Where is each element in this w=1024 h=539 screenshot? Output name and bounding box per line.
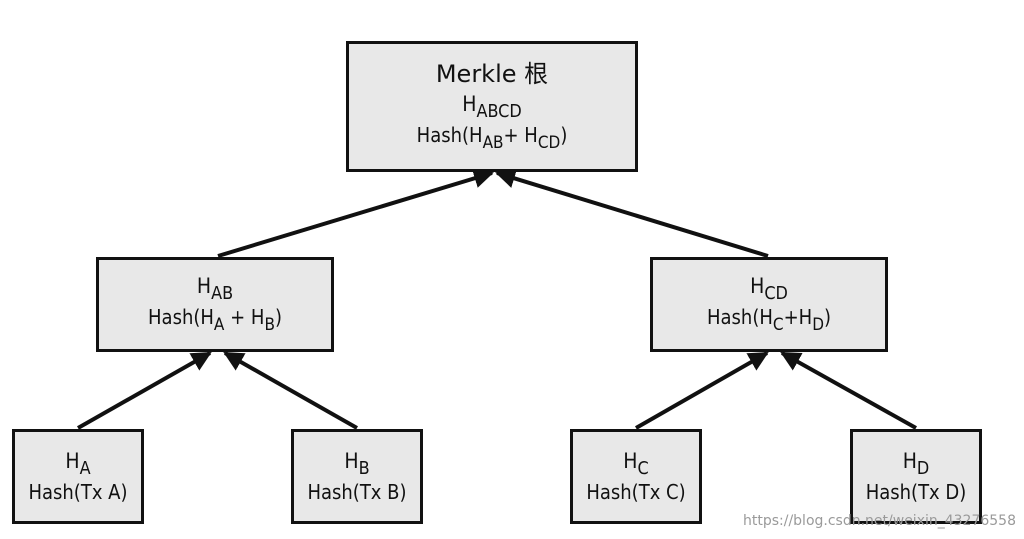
leaf-c-formula: Hash(Tx C) xyxy=(586,480,686,505)
leaf-node-b: HB Hash(Tx B) xyxy=(291,429,423,524)
cd-hash-name: HCD xyxy=(750,273,788,304)
leaf-b-hash-name: HB xyxy=(344,448,370,479)
edge-cd-to-root xyxy=(495,168,769,258)
leaf-a-formula: Hash(Tx A) xyxy=(28,480,128,505)
leaf-node-a: HA Hash(Tx A) xyxy=(12,429,144,524)
leaf-d-hash-name: HD xyxy=(902,448,930,479)
root-hash-name: HABCD xyxy=(462,91,522,122)
leaf-b-formula: Hash(Tx B) xyxy=(307,480,407,505)
leaf-c-hash-name: HC xyxy=(623,448,649,479)
leaf-node-c: HC Hash(Tx C) xyxy=(570,429,702,524)
leaf-a-hash-name: HA xyxy=(65,448,91,479)
leaf-d-formula: Hash(Tx D) xyxy=(865,480,967,505)
edge-a-to-ab xyxy=(77,351,212,430)
merkle-root-node: Merkle 根 HABCD Hash(HAB+ HCD) xyxy=(346,41,638,172)
hash-cd-node: HCD Hash(HC+HD) xyxy=(650,257,888,352)
leaf-node-d: HD Hash(Tx D) xyxy=(850,429,982,524)
watermark: https://blog.csdn.net/weixin_43276558 xyxy=(742,513,1016,529)
ab-formula: Hash(HA + HB) xyxy=(148,305,282,336)
cd-formula: Hash(HC+HD) xyxy=(706,305,832,336)
edge-d-to-cd xyxy=(780,351,917,430)
edge-b-to-ab xyxy=(223,351,358,430)
ab-hash-name: HAB xyxy=(196,273,234,304)
root-formula: Hash(HAB+ HCD) xyxy=(416,123,568,154)
edge-ab-to-root xyxy=(217,168,494,258)
root-title: Merkle 根 xyxy=(435,59,549,88)
edge-c-to-cd xyxy=(635,351,769,430)
hash-ab-node: HAB Hash(HA + HB) xyxy=(96,257,334,352)
